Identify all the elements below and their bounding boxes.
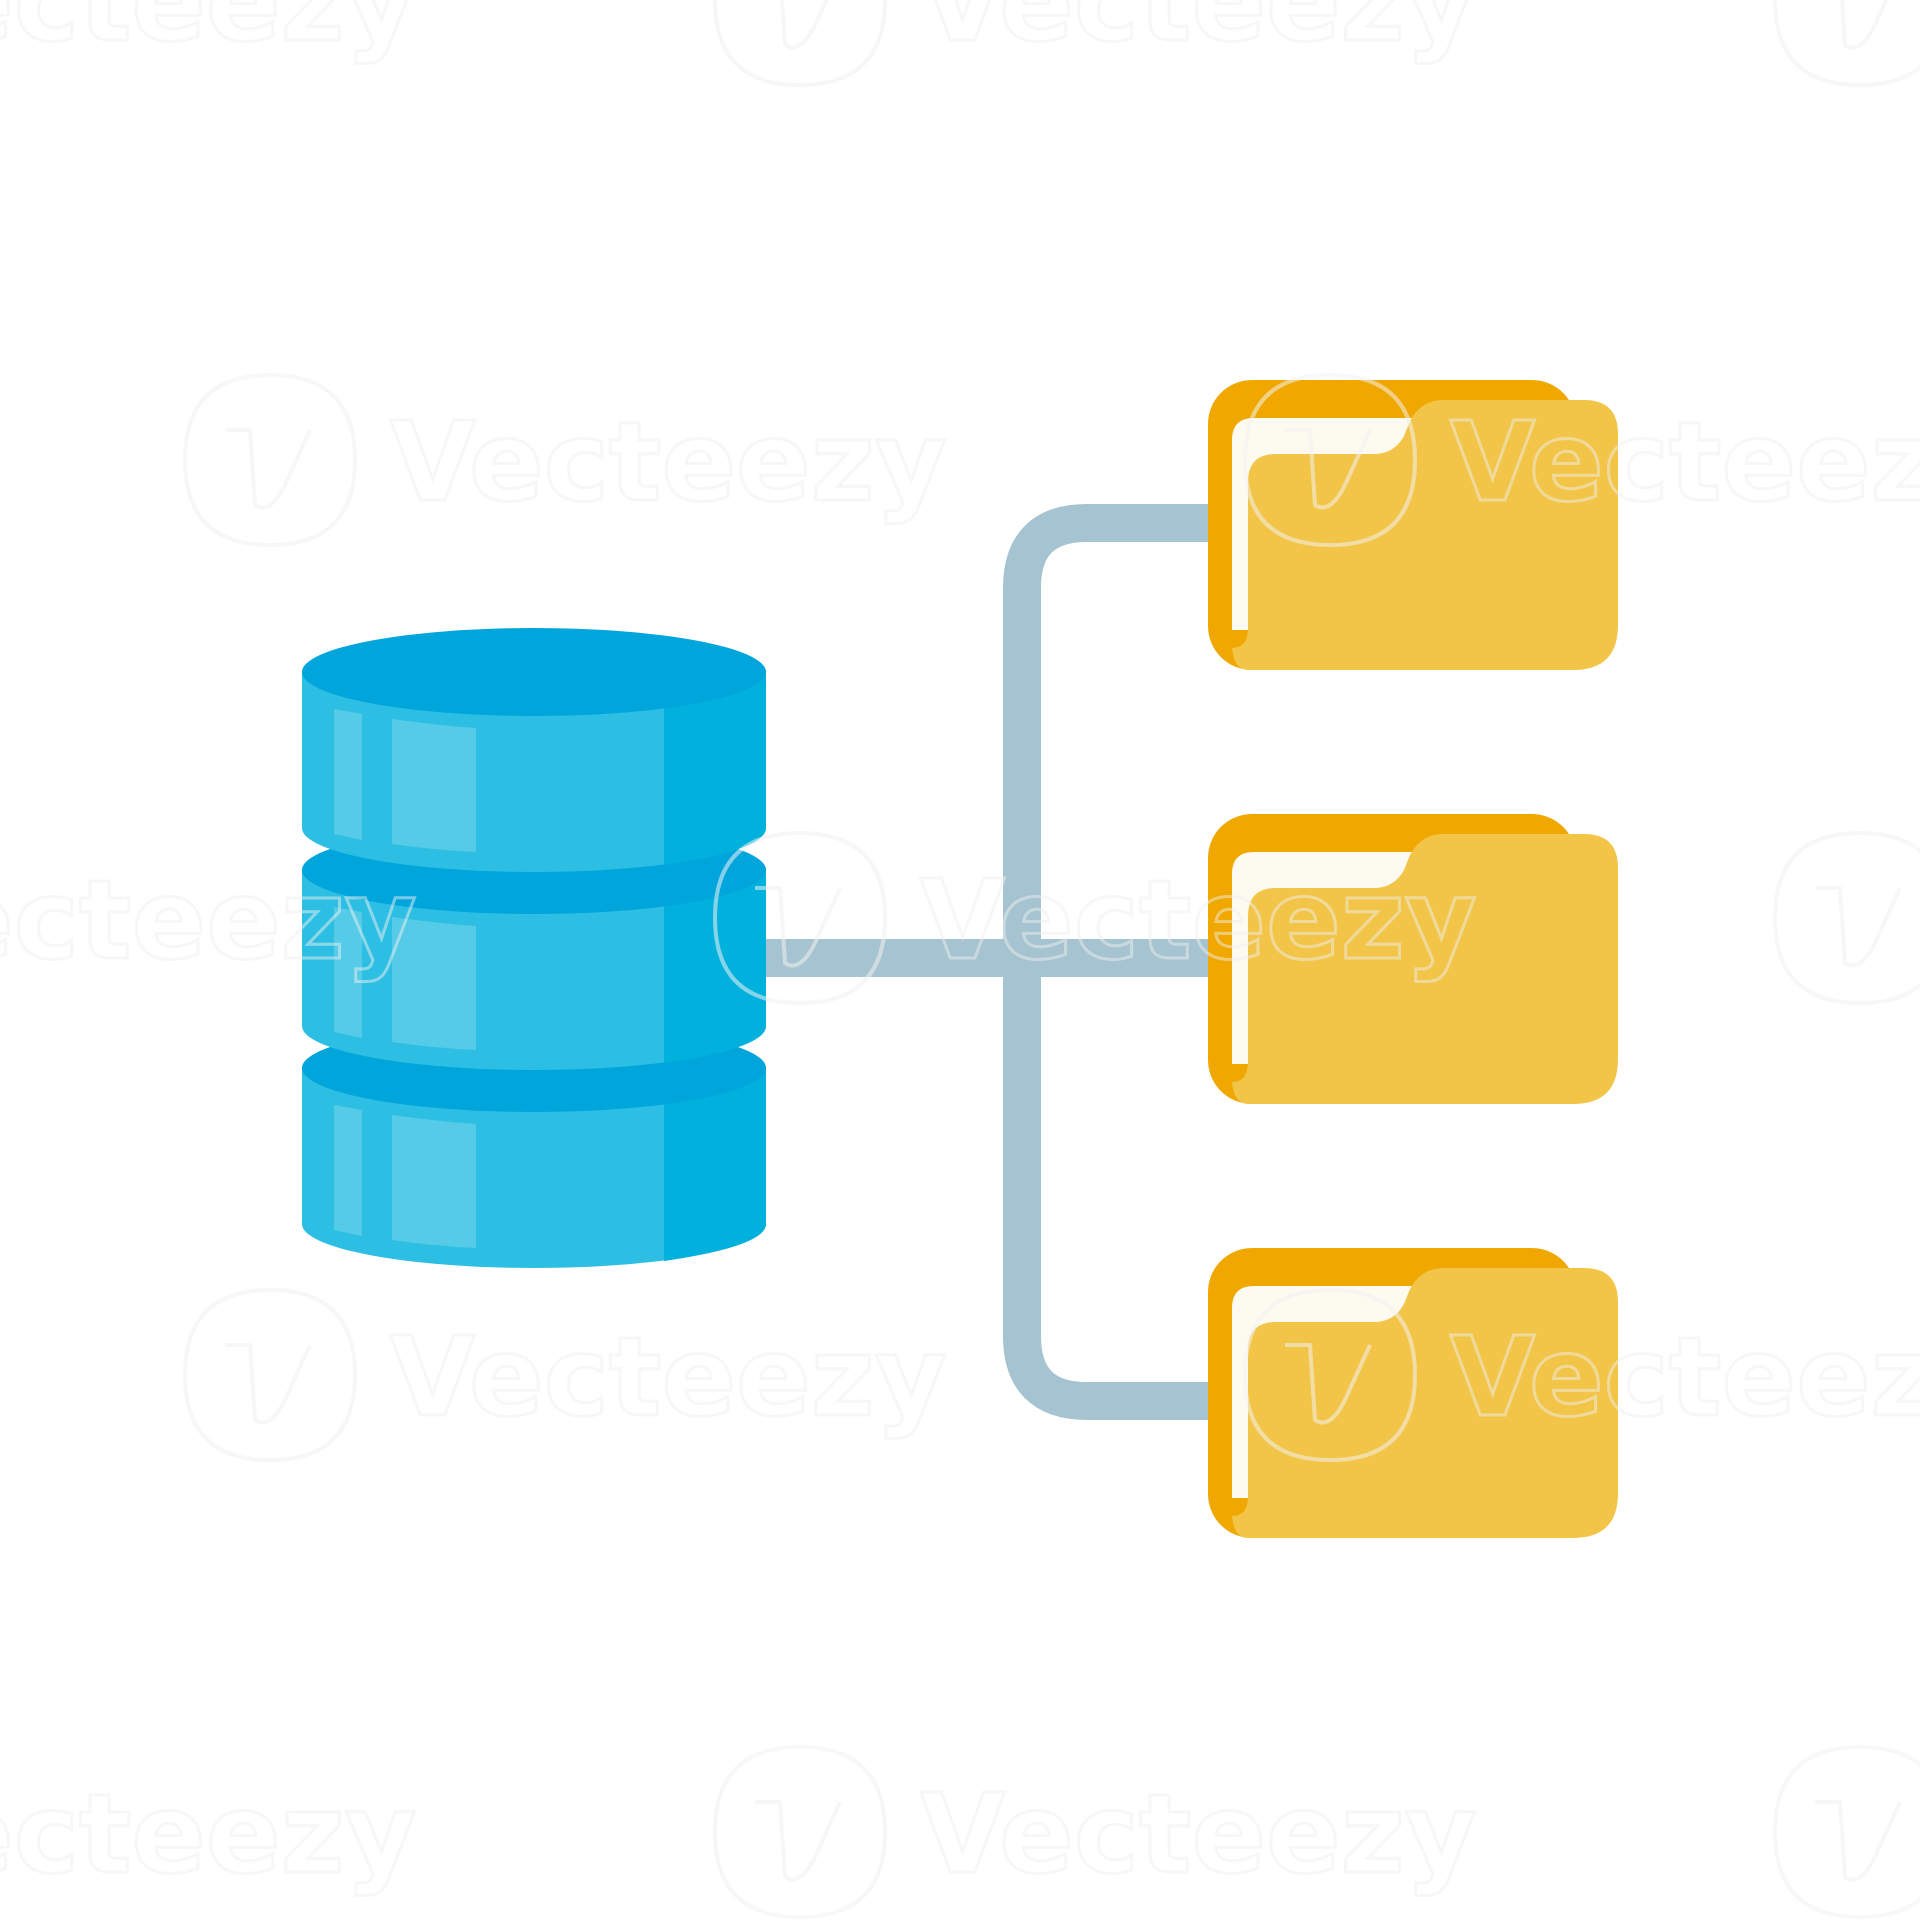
disk-highlight (392, 917, 476, 1050)
folder-icon (1208, 814, 1618, 1104)
folder-front (1232, 834, 1618, 1104)
connector-branch-top (1003, 504, 1208, 958)
connector-branch-bottom (1003, 958, 1208, 1420)
disk-highlight (334, 1105, 362, 1236)
folder-group (1208, 380, 1618, 1538)
folder-icon (1208, 380, 1618, 670)
folder-icon (1208, 1248, 1618, 1538)
disk-highlight (392, 1115, 476, 1248)
disk-highlight (334, 709, 362, 840)
disk-side-shade (664, 672, 766, 865)
database-disk (302, 628, 766, 872)
disk-highlight (334, 907, 362, 1038)
disk-top (302, 628, 766, 716)
connector-lines (760, 504, 1208, 1420)
disk-highlight (392, 719, 476, 852)
database-icon (302, 628, 766, 1268)
disk-side-shade (664, 1068, 766, 1261)
